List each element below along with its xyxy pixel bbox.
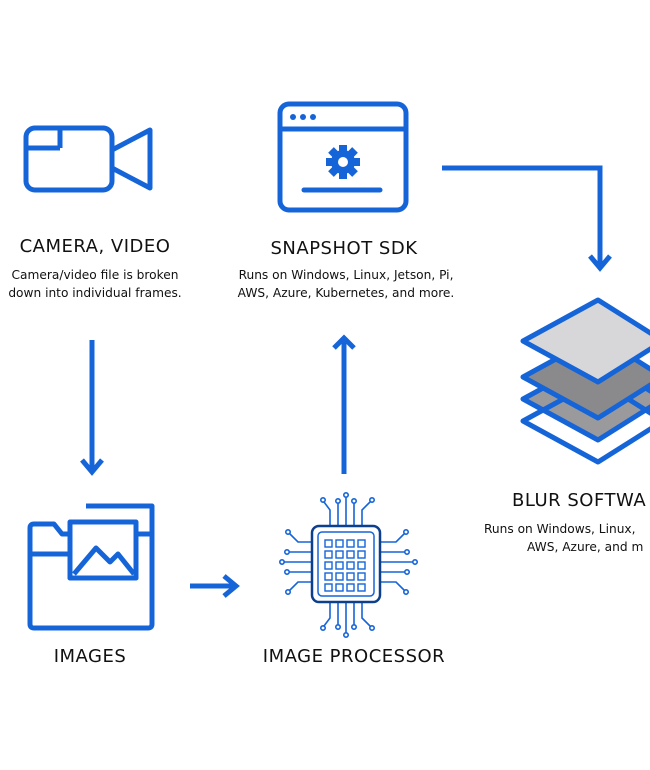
arrow-images-to-processor <box>190 574 240 598</box>
image-processor-title: IMAGE PROCESSOR <box>262 646 446 667</box>
image-folder-icon <box>27 503 155 631</box>
snapshot-sdk-description: Runs on Windows, Linux, Jetson, Pi, AWS,… <box>237 268 455 300</box>
processor-chip-icon <box>278 491 419 639</box>
arrow-processor-to-sdk <box>332 334 356 474</box>
images-title: IMAGES <box>53 646 127 667</box>
browser-gear-icon <box>277 101 409 213</box>
snapshot-sdk-title: SNAPSHOT SDK <box>270 238 418 259</box>
layers-stack-icon <box>520 297 650 465</box>
camera-video-title: CAMERA, VIDEO <box>19 236 171 257</box>
blur-software-description-line2: AWS, Azure, and m <box>527 540 644 554</box>
camera-video-description: Camera/video file is broken down into in… <box>8 268 182 300</box>
arrow-sdk-to-blur <box>442 165 612 272</box>
blur-software-description-line1: Runs on Windows, Linux, <box>484 522 636 536</box>
video-camera-icon <box>23 125 153 193</box>
blur-software-title: BLUR SOFTWA <box>512 490 647 511</box>
arrow-camera-to-images <box>80 340 104 476</box>
